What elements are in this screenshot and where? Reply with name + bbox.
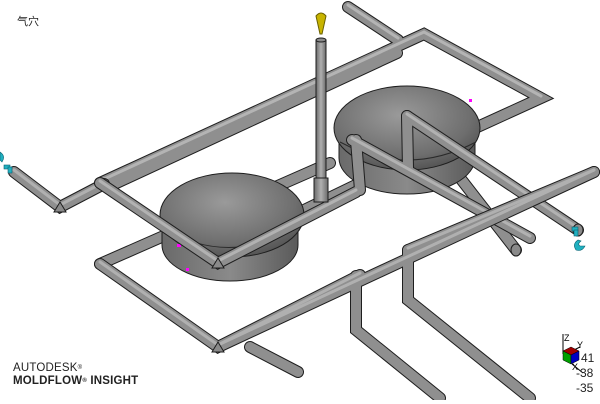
brand-product-2: INSIGHT (90, 375, 139, 387)
result-title: 气穴 (17, 15, 39, 28)
coolant-outlet-right-icon (571, 226, 586, 251)
coolant-inlet-left-icon (0, 151, 13, 174)
brand-logo: AUTODESK® MOLDFLOW® INSIGHT (13, 362, 139, 387)
triad-angle-1: 41 (581, 351, 595, 365)
triad-angle-3: -35 (576, 381, 594, 395)
orientation-triad[interactable]: Z Y X (562, 333, 584, 374)
runner-front (53, 110, 584, 270)
svg-text:Z: Z (564, 333, 570, 343)
triad-angles: 41 -38 -35 (576, 351, 595, 396)
injection-location-icon (315, 12, 327, 35)
cooling-channels-lower (94, 166, 600, 404)
air-trap-marker (186, 268, 189, 271)
brand-company: AUTODESK (13, 362, 78, 374)
brand-product-1: MOLDFLOW (13, 375, 83, 387)
triad-angle-2: -38 (576, 366, 594, 380)
svg-text:X: X (572, 362, 578, 372)
air-trap-marker (177, 244, 181, 247)
sprue[interactable] (313, 12, 329, 203)
svg-text:Y: Y (577, 340, 583, 350)
air-trap-marker (469, 99, 472, 102)
cooling-channel-left (8, 166, 110, 215)
